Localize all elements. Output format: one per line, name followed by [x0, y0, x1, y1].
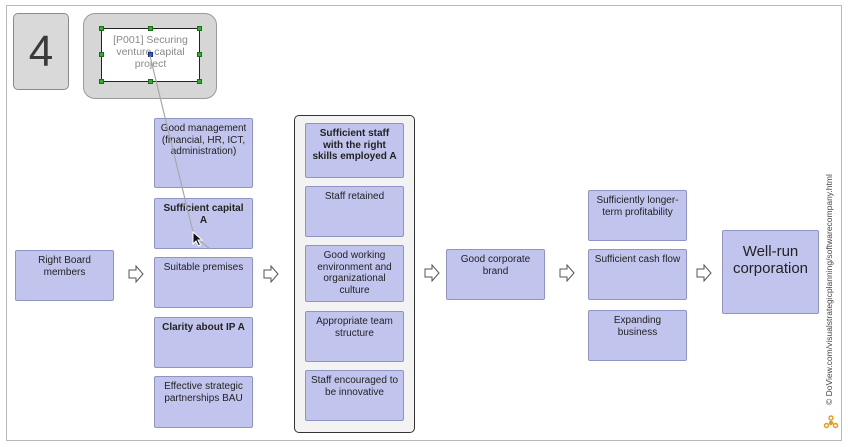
step-number-badge: 4	[13, 13, 69, 90]
resize-handle-bottom-mid[interactable]	[148, 79, 153, 84]
box-working-environment[interactable]: Good working environment and organizatio…	[305, 245, 404, 302]
copyright-credit: © DoView.com/visualstrategicplanning/sof…	[824, 174, 834, 405]
resize-handle-top-left[interactable]	[99, 26, 104, 31]
box-well-run-corporation[interactable]: Well-run corporation	[722, 230, 819, 314]
box-staff-retained[interactable]: Staff retained	[305, 186, 404, 237]
resize-handle-bottom-left[interactable]	[99, 79, 104, 84]
box-suitable-premises[interactable]: Suitable premises	[154, 257, 253, 308]
box-sufficient-cash-flow[interactable]: Sufficient cash flow	[588, 249, 687, 300]
link-anchor-handle[interactable]	[148, 52, 153, 57]
box-expanding-business[interactable]: Expanding business	[588, 310, 687, 361]
mouse-cursor-icon	[192, 231, 204, 247]
resize-handle-mid-left[interactable]	[99, 52, 104, 57]
flow-arrow-icon	[424, 264, 440, 282]
doview-logo-icon	[823, 415, 839, 429]
box-longer-term-profitability[interactable]: Sufficiently longer-term profitability	[588, 190, 687, 241]
resize-handle-mid-right[interactable]	[197, 52, 202, 57]
flow-arrow-icon	[559, 264, 575, 282]
box-strategic-partnerships[interactable]: Effective strategic partnerships BAU	[154, 376, 253, 428]
box-corporate-brand[interactable]: Good corporate brand	[446, 249, 545, 300]
flow-arrow-icon	[128, 265, 144, 283]
box-staff-innovative[interactable]: Staff encouraged to be innovative	[305, 370, 404, 421]
resize-handle-bottom-right[interactable]	[197, 79, 202, 84]
box-good-management[interactable]: Good management (financial, HR, ICT, adm…	[154, 118, 253, 188]
flow-arrow-icon	[696, 264, 712, 282]
resize-handle-top-mid[interactable]	[148, 26, 153, 31]
box-clarity-about-ip[interactable]: Clarity about IP A	[154, 317, 253, 368]
flow-arrow-icon	[263, 265, 279, 283]
box-team-structure[interactable]: Appropriate team structure	[305, 311, 404, 362]
resize-handle-top-right[interactable]	[197, 26, 202, 31]
box-right-board-members[interactable]: Right Board members	[15, 250, 114, 301]
box-sufficient-staff[interactable]: Sufficient staff with the right skills e…	[305, 123, 404, 178]
